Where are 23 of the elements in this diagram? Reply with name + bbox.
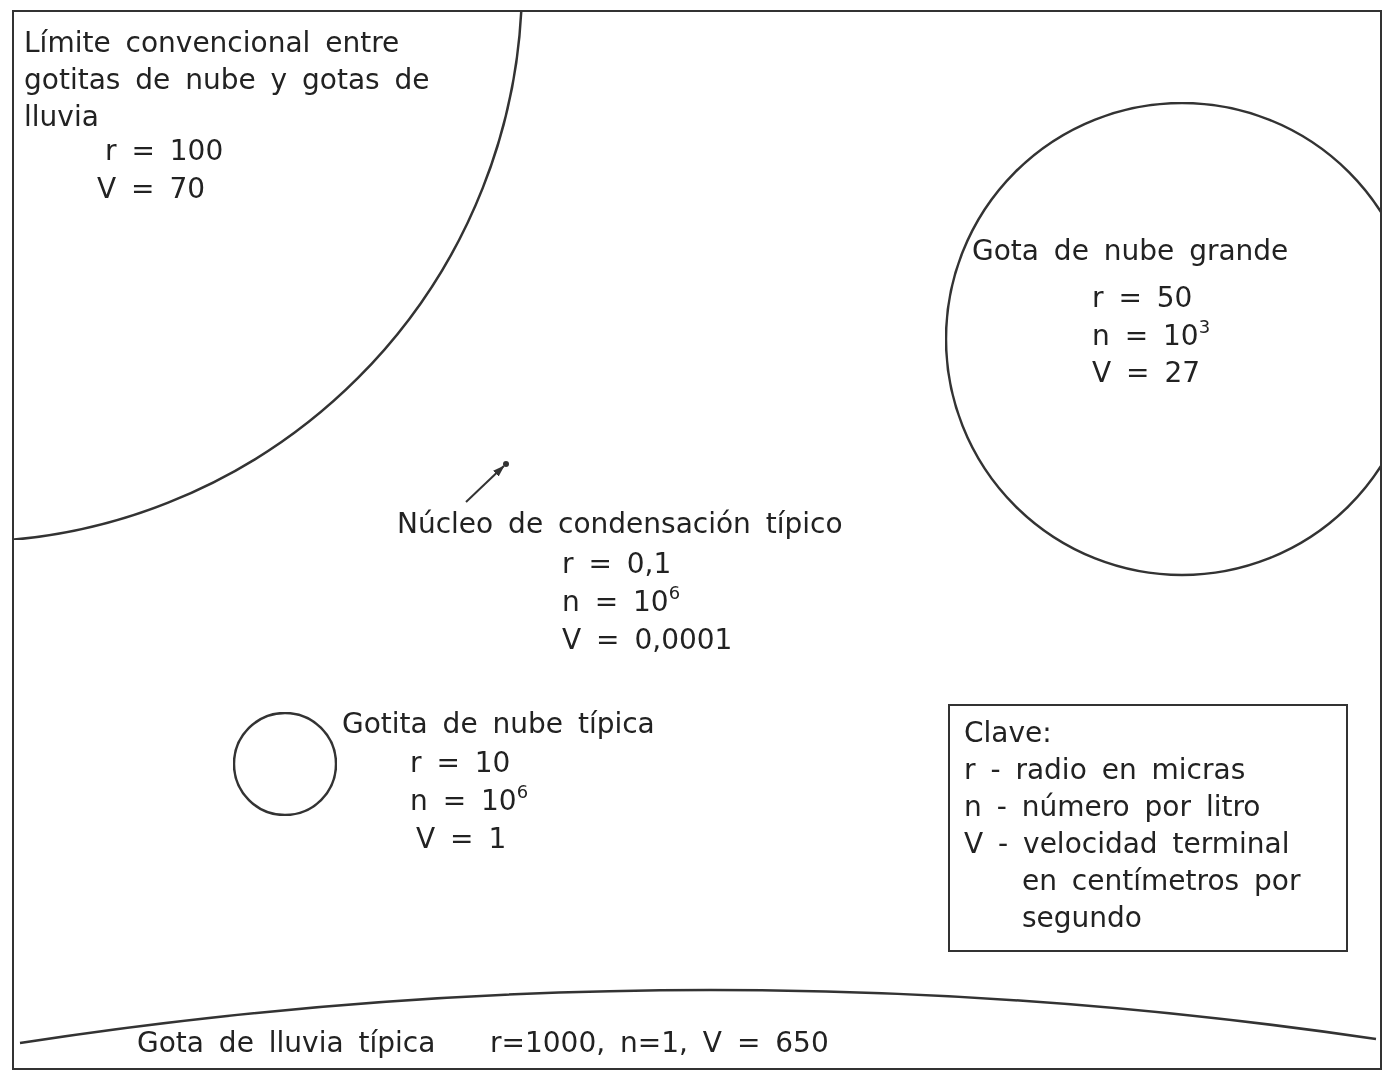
value-text: r = 50 [1092,280,1193,316]
key-box [948,704,1348,952]
value-text: r=1000, n=1, V = 650 [490,1025,829,1061]
value-text: n = 10$^{3}$ [1092,317,1211,354]
value-text: V = 70 [97,171,206,207]
value-text: r = 0,1 [562,546,672,582]
value-text: V = 0,0001 [562,622,733,658]
value-text: V = 27 [1092,355,1201,391]
nucleus-caption: Núcleo de condensación típico [397,506,843,542]
value-text: n = 10$^{6}$ [410,782,529,819]
drop-caption: Gota de nube grande [972,233,1289,269]
value-text: r = 100 [105,133,224,169]
key-title: Clave: [964,715,1052,751]
value-text: r = 10 [410,745,511,781]
value-text: V = 1 [416,821,507,857]
key-entry: r - radio en micras [964,752,1246,788]
key-entry: V - velocidad terminal en centímetros por segundo [964,826,1302,936]
raindrop-caption: Gota de lluvia típica [137,1025,436,1061]
nucleus-dot [503,461,509,467]
value-text: n = 10$^{6}$ [562,583,681,620]
key-entry: n - número por litro [964,789,1261,825]
leader-line [465,465,505,503]
droplet-caption: Gotita de nube típica [342,706,655,742]
